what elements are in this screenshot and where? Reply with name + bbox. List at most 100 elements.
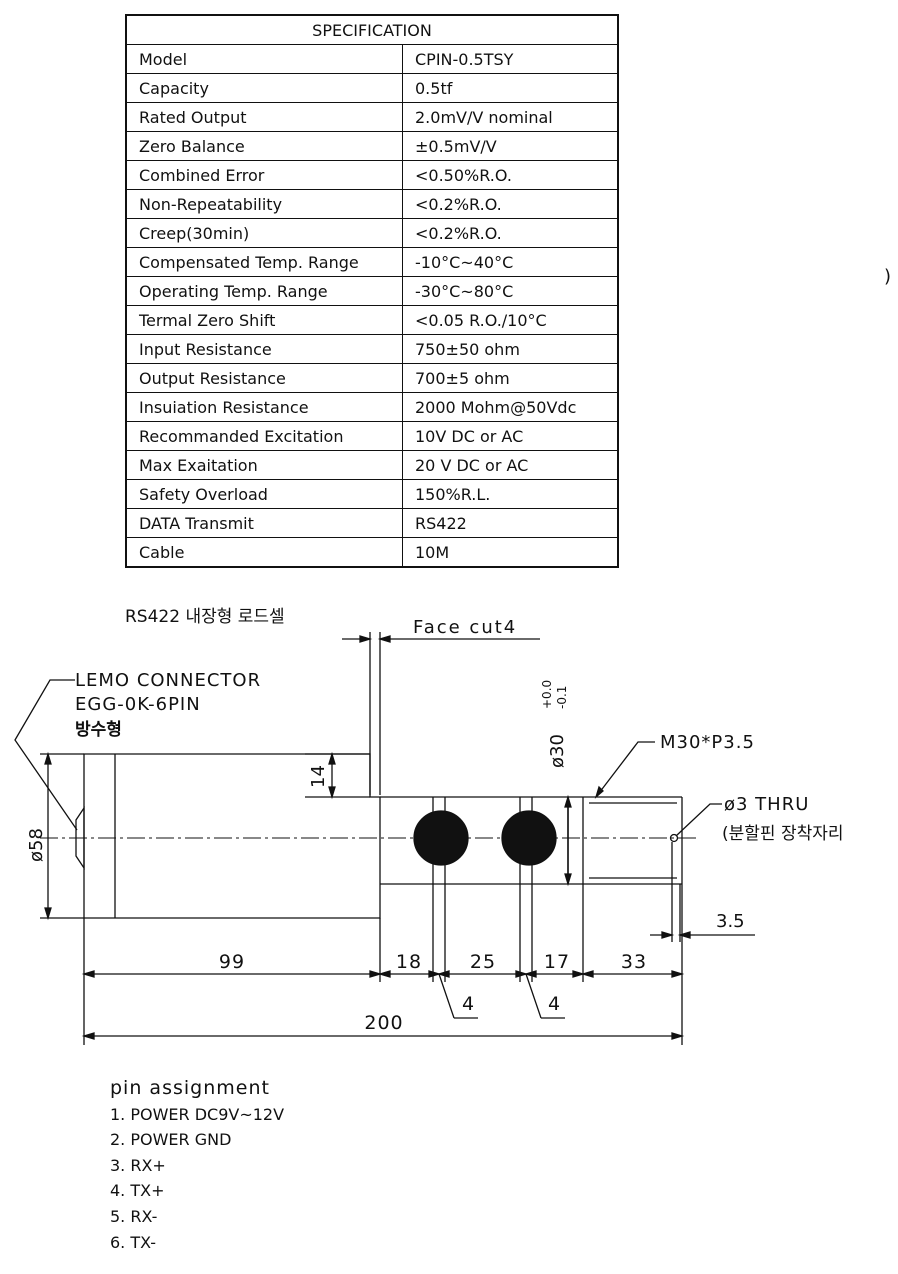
pin-assignment-title: pin assignment — [110, 1077, 270, 1099]
hole-left — [413, 810, 469, 866]
thread-label: M30*P3.5 — [660, 732, 755, 753]
spec-value: 700±5 ohm — [402, 363, 619, 393]
groove-callouts: 4 4 — [438, 973, 565, 1019]
step-dimension: 14 — [305, 751, 370, 800]
connector-line-3: 방수형 — [75, 719, 122, 740]
load-cell-drawing: RS422 내장형 로드셀 Face cut4 LEMO CONNECTOR E… — [14, 607, 844, 1045]
spec-value: 750±50 ohm — [402, 334, 619, 364]
spec-value: <0.2%R.O. — [402, 189, 619, 219]
spec-label: Safety Overload — [125, 479, 403, 509]
spec-row: Non-Repeatability<0.2%R.O. — [125, 189, 619, 219]
spec-label: Rated Output — [125, 102, 403, 132]
spec-title: SPECIFICATION — [125, 14, 619, 45]
connector-callout: LEMO CONNECTOR EGG-0K-6PIN 방수형 — [14, 670, 261, 831]
pin-item: 5. RX- — [110, 1206, 158, 1226]
spec-value: -30°C~80°C — [402, 276, 619, 306]
hole-callout: ø3 THRU (분할핀 장착자리 — [675, 794, 844, 844]
spec-row: Zero Balance±0.5mV/V — [125, 131, 619, 161]
spec-row: Compensated Temp. Range-10°C~40°C — [125, 247, 619, 277]
dim-99: 99 — [219, 951, 245, 973]
load-cell-body — [75, 753, 683, 919]
pin-diameter-dimension: ø30 +0.0 -0.1 — [540, 680, 572, 887]
pin-tol-lower: -0.1 — [555, 686, 569, 709]
connector-line-2: EGG-0K-6PIN — [75, 694, 201, 715]
body-diameter-dimension: ø58 — [26, 751, 84, 921]
spec-label: Non-Repeatability — [125, 189, 403, 219]
spec-row: Termal Zero Shift<0.05 R.O./10°C — [125, 305, 619, 335]
spec-header-row: SPECIFICATION — [125, 14, 619, 45]
spec-value: ±0.5mV/V — [402, 131, 619, 161]
spec-value: <0.05 R.O./10°C — [402, 305, 619, 335]
spec-label: Operating Temp. Range — [125, 276, 403, 306]
spec-label: Insuiation Resistance — [125, 392, 403, 422]
spec-label: Output Resistance — [125, 363, 403, 393]
spec-label: Zero Balance — [125, 131, 403, 161]
pin-tol-upper: +0.0 — [540, 680, 554, 709]
spec-value: <0.2%R.O. — [402, 218, 619, 248]
spec-value: <0.50%R.O. — [402, 160, 619, 190]
extension-lines — [83, 884, 683, 1045]
spec-value: 20 V DC or AC — [402, 450, 619, 480]
pin-item: 6. TX- — [110, 1232, 157, 1252]
spec-label: Capacity — [125, 73, 403, 103]
dim-18: 18 — [396, 951, 422, 973]
spec-value: -10°C~40°C — [402, 247, 619, 277]
total-length-label: 200 — [364, 1012, 403, 1034]
step-label: 14 — [308, 765, 329, 788]
spec-row: Combined Error<0.50%R.O. — [125, 160, 619, 190]
spec-row: Creep(30min)<0.2%R.O. — [125, 218, 619, 248]
face-cut-dimension: Face cut4 — [342, 617, 540, 795]
groove-left-label: 4 — [462, 993, 474, 1015]
dim-33: 33 — [621, 951, 647, 973]
hole-note: (분할핀 장착자리 — [722, 824, 844, 844]
pin-item: 4. TX+ — [110, 1181, 165, 1201]
spec-label: Model — [125, 44, 403, 74]
dim-17: 17 — [544, 951, 570, 973]
spec-value: CPIN-0.5TSY — [402, 44, 619, 74]
spec-value: 2000 Mohm@50Vdc — [402, 392, 619, 422]
groove-right-label: 4 — [548, 993, 560, 1015]
spec-label: Termal Zero Shift — [125, 305, 403, 335]
spec-label: Compensated Temp. Range — [125, 247, 403, 277]
dim-25: 25 — [470, 951, 496, 973]
pin-assignment: pin assignment 1. POWER DC9V~12V 2. POWE… — [110, 1076, 284, 1255]
face-cut-label: Face cut4 — [413, 617, 517, 638]
stray-parenthesis: ) — [884, 266, 892, 287]
spec-label: Input Resistance — [125, 334, 403, 364]
spec-value: 150%R.L. — [402, 479, 619, 509]
spec-label: Creep(30min) — [125, 218, 403, 248]
total-length-dimension: 200 — [81, 1012, 685, 1040]
thread-callout: M30*P3.5 — [594, 732, 755, 799]
spec-value: 10M — [402, 537, 619, 568]
spec-label: Max Exaitation — [125, 450, 403, 480]
hole-right — [501, 810, 557, 866]
pin-diameter-label: ø30 — [547, 734, 568, 768]
spec-label: Cable — [125, 537, 403, 568]
pin-item: 3. RX+ — [110, 1155, 166, 1175]
spec-value: RS422 — [402, 508, 619, 538]
hole-offset-dimension: 3.5 — [650, 842, 755, 942]
spec-label: Recommanded Excitation — [125, 421, 403, 451]
spec-label: DATA Transmit — [125, 508, 403, 538]
spec-row: Operating Temp. Range-30°C~80°C — [125, 276, 619, 306]
hole-offset-label: 3.5 — [716, 911, 745, 932]
connector-line-1: LEMO CONNECTOR — [75, 670, 261, 691]
length-dimension-row: 99 18 25 17 33 — [81, 951, 685, 978]
body-diameter-label: ø58 — [26, 828, 47, 862]
spec-value: 0.5tf — [402, 73, 619, 103]
pin-item: 1. POWER DC9V~12V — [110, 1104, 285, 1124]
hole-label: ø3 THRU — [724, 794, 809, 815]
